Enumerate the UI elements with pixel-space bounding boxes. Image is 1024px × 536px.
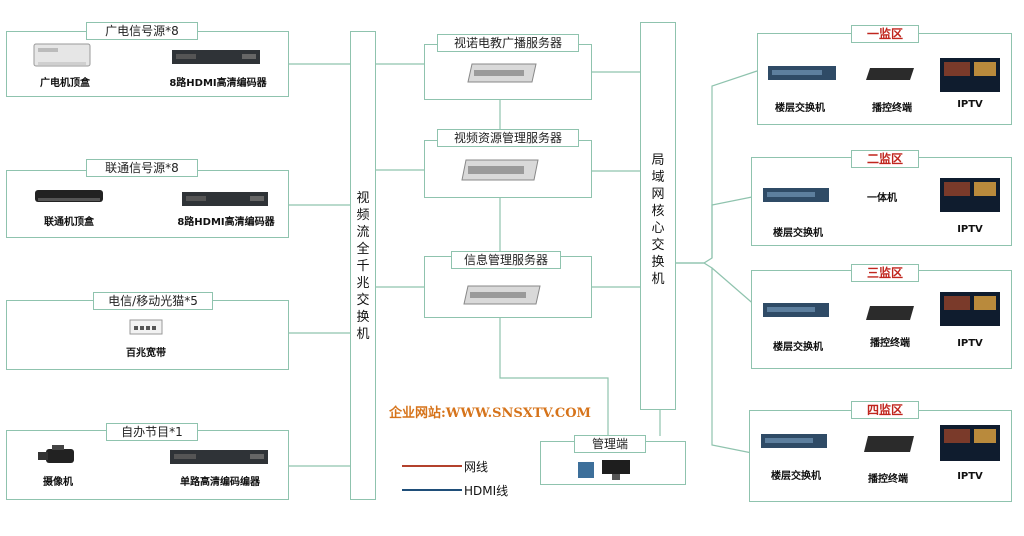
control-terminal-icon: [864, 432, 918, 454]
source-title: 广电信号源*8: [86, 22, 198, 40]
legend-network-label: 网线: [464, 460, 489, 474]
floor-switch-icon: [763, 301, 829, 319]
set-top-box-icon: [34, 186, 104, 206]
floor-switch-icon: [768, 64, 836, 82]
camera-icon: [38, 443, 82, 469]
management-terminal-icon: [576, 456, 636, 482]
zone-title: 二监区: [851, 150, 919, 168]
source-box-inhouse: [6, 430, 289, 500]
floor-switch-icon: [763, 186, 829, 204]
middle-label: 播控终端: [870, 338, 910, 349]
device-label: 摄像机: [43, 477, 73, 488]
management-title: 管理端: [574, 435, 646, 453]
tv-label: IPTV: [957, 338, 983, 349]
iptv-icon: [940, 58, 1000, 92]
legend-hdmi-label: HDMI线: [464, 484, 509, 498]
source-title: 联通信号源*8: [86, 159, 198, 177]
control-terminal-icon: [866, 302, 918, 322]
optical-modem-icon: [129, 318, 163, 336]
floor-switch-icon: [761, 432, 827, 450]
tv-label: IPTV: [957, 471, 983, 482]
zone-title: 一监区: [851, 25, 919, 43]
tv-label: IPTV: [957, 224, 983, 235]
server-title: 视诺电教广播服务器: [437, 34, 579, 52]
switch-label: 楼层交换机: [771, 471, 821, 482]
source-box-telecom: [6, 300, 289, 370]
iptv-icon: [940, 425, 1000, 461]
switch-label: 楼层交换机: [775, 103, 825, 114]
middle-label: 一体机: [856, 189, 908, 204]
switch-label: 楼层交换机: [773, 228, 823, 239]
encoder-icon: [182, 190, 268, 208]
control-terminal-icon: [866, 64, 918, 82]
device-label: 联通机顶盒: [44, 217, 94, 228]
server-icon: [460, 158, 540, 182]
legend-hdmi-line: [402, 489, 462, 491]
tv-label: IPTV: [957, 99, 983, 110]
iptv-icon: [940, 178, 1000, 212]
set-top-box-icon: [33, 42, 91, 70]
zone-title: 三监区: [851, 264, 919, 282]
gigabit-switch-label: 视频流全千兆交换机: [356, 191, 370, 342]
switch-label: 楼层交换机: [773, 342, 823, 353]
source-title: 电信/移动光猫*5: [93, 292, 213, 310]
device-label: 百兆宽带: [126, 348, 166, 359]
device-label: 8路HDMI高清编码器: [177, 217, 275, 228]
encoder-icon: [172, 48, 260, 66]
encoder-icon: [170, 448, 268, 466]
website-text: 企业网站:WWW.SNSXTV.COM: [389, 406, 591, 421]
zone-title: 四监区: [851, 401, 919, 419]
core-switch-label: 局域网核心交换机: [651, 153, 665, 287]
server-title: 信息管理服务器: [451, 251, 561, 269]
device-label: 广电机顶盒: [40, 78, 90, 89]
source-title: 自办节目*1: [106, 423, 198, 441]
middle-label: 播控终端: [872, 103, 912, 114]
legend-network-line: [402, 465, 462, 467]
device-label: 单路高清编码编器: [180, 477, 260, 488]
core-switch-box: [640, 22, 676, 410]
middle-label: 播控终端: [868, 474, 908, 485]
iptv-icon: [940, 292, 1000, 326]
server-icon: [466, 62, 538, 84]
server-icon: [462, 284, 542, 306]
device-label: 8路HDMI高清编码器: [169, 78, 267, 89]
server-title: 视频资源管理服务器: [437, 129, 579, 147]
gigabit-switch-box: [350, 31, 376, 500]
